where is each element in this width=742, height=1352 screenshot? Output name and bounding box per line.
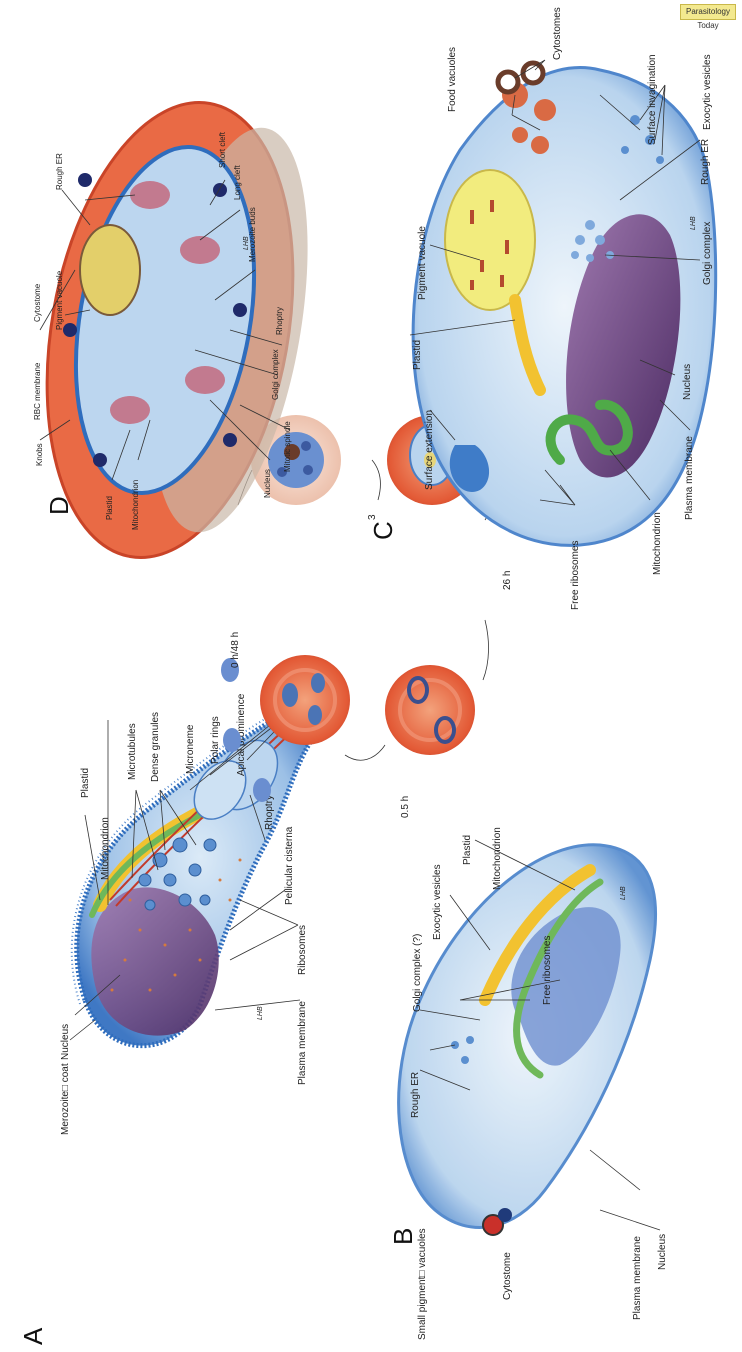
cytostome-c-1 xyxy=(498,72,518,92)
label-golgi-b: Golgi complex (?) xyxy=(412,934,423,1012)
panel-letter-c: C xyxy=(368,521,398,540)
label-golgi-c: Golgi complex xyxy=(702,222,713,285)
label-free-ribosomes-b: Free ribosomes xyxy=(542,936,553,1005)
panel-letter-d: D xyxy=(44,496,74,515)
label-nucleus-b: Nucleus xyxy=(657,1234,668,1270)
label-food-vacuoles: Food vacuoles xyxy=(447,47,458,112)
label-mitochondrion-b: Mitochondrion xyxy=(492,827,503,890)
label-nucleus-d: Nucleus xyxy=(263,469,272,498)
label-surface-extension: Surface extension xyxy=(424,410,435,490)
label-plastid-c: Plastid xyxy=(412,340,423,370)
time-label-0h: 0 h/48 h xyxy=(230,632,241,668)
signature-c: LHB xyxy=(690,216,697,230)
panel-a-merozoite: A Mitochondrion Plastid Microtubules Den… xyxy=(18,693,324,1345)
label-rough-er-c: Rough ER xyxy=(700,139,711,185)
label-dense-granules: Dense granules xyxy=(150,712,161,782)
label-surface-invagination: Surface invagination xyxy=(647,54,658,145)
label-plasma-membrane-c: Plasma membrane xyxy=(684,436,695,520)
label-plastid-d: Plastid xyxy=(105,496,114,520)
label-cytostomes: Cytostomes xyxy=(552,7,563,60)
label-exocytic-c: Exocytic vesicles xyxy=(702,54,713,130)
free-merozoite-2 xyxy=(223,728,241,752)
label-plastid-b: Plastid xyxy=(462,835,473,865)
label-pigment-vacuole-c: Pigment vacuole xyxy=(417,226,428,300)
label-microneme: Microneme xyxy=(185,724,196,774)
label-ribosomes-a: Ribosomes xyxy=(297,925,308,975)
nucleus-d-1 xyxy=(130,181,170,209)
label-microtubules: Microtubules xyxy=(127,723,138,780)
signature-b: LHB xyxy=(620,886,627,900)
label-nucleus-a: Nucleus xyxy=(60,1024,71,1060)
panel-b-ring: B Rough ER Golgi complex (?) Exocytic ve… xyxy=(388,827,668,1340)
signature-d: LHB xyxy=(243,236,250,250)
label-knobs: Knobs xyxy=(35,443,44,466)
label-long-cleft: Long cleft xyxy=(233,165,242,200)
label-cytostome-d: Cytostome xyxy=(33,283,42,322)
label-nucleus-c: Nucleus xyxy=(682,364,693,400)
label-mitochondrion-c: Mitochondrion xyxy=(652,512,663,575)
pigment-vacuole-c xyxy=(445,170,535,310)
label-mitotic-spindle: Mitotic spindle xyxy=(283,421,292,472)
label-rough-er-b: Rough ER xyxy=(410,1072,421,1118)
label-plastid-a: Plastid xyxy=(80,768,91,798)
label-mitochondrion-d: Mitochondrion xyxy=(131,480,140,530)
label-pellicular-cisterna: Pellicular cisterna xyxy=(284,826,295,905)
label-exocytic-b: Exocytic vesicles xyxy=(432,864,443,940)
label-merozoite-buds: Merozoite buds xyxy=(248,207,257,262)
free-merozoite-3 xyxy=(253,778,271,802)
label-rhoptry-d: Rhoptry xyxy=(275,307,284,335)
pigment-vacuole-d xyxy=(80,225,140,315)
time-label-05h: 0.5 h xyxy=(400,796,411,818)
label-rough-er-d: Rough ER xyxy=(55,153,64,190)
label-short-cleft: Short cleft xyxy=(218,131,227,168)
panel-letter-a: A xyxy=(18,1327,48,1345)
label-mitochondrion-a: Mitochondrion xyxy=(100,817,111,880)
label-pigment-vacuole-d: Pigment vacuole xyxy=(55,270,64,330)
label-plasma-membrane-b: Plasma membrane xyxy=(632,1236,643,1320)
label-rbc-membrane: RBC membrane xyxy=(33,362,42,420)
cytostome-c-2 xyxy=(523,63,543,83)
signature-a: LHB xyxy=(257,1006,264,1020)
label-merozoite-coat: Merozoite□ coat xyxy=(60,1063,71,1135)
label-cytostome-b: Cytostome xyxy=(502,1252,513,1300)
label-polar-rings: Polar rings xyxy=(210,716,221,764)
time-label-26h: 26 h xyxy=(502,571,513,590)
label-small-pigment-vacuoles: Small pigment□ vacuoles xyxy=(417,1228,428,1340)
panel-letter-b: B xyxy=(388,1228,418,1245)
label-free-ribosomes-c: Free ribosomes xyxy=(570,541,581,610)
panel-c-trophozoite: C Food vacuoles Cytostomes Surface invag… xyxy=(368,7,716,610)
time-label-3: 3 xyxy=(367,514,378,520)
journal-badge: Parasitology Today xyxy=(680,4,736,20)
label-golgi-d: Golgi complex xyxy=(271,349,280,400)
label-plasma-membrane-a: Plasma membrane xyxy=(297,1001,308,1085)
